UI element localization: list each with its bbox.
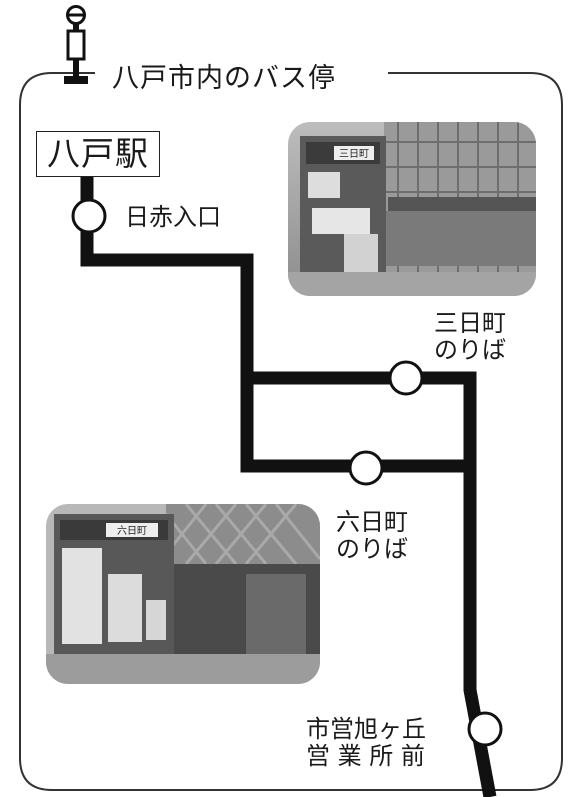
stop-label-eigyosho: 市営旭ヶ丘 営 業 所 前 — [306, 716, 426, 770]
photo-sign-text: 六日町 — [117, 525, 147, 537]
stop-label-line: 三日町 — [434, 309, 506, 337]
bus-stop-icon — [64, 5, 88, 84]
photo-sign-text: 三日町 — [339, 149, 369, 160]
stop-label-muikamachi: 六日町 のりば — [336, 509, 408, 563]
stop-circle-icon[interactable] — [70, 197, 108, 235]
stop-label-line: のりば — [434, 336, 506, 364]
muikamachi-stop-photo: 六日町 — [46, 504, 320, 684]
mikkamachi-stop-photo: 三日町 — [288, 122, 536, 296]
stop-circle-icon[interactable] — [387, 359, 425, 397]
start-station-label: 八戸駅 — [36, 131, 160, 177]
stop-circle-icon[interactable] — [466, 710, 504, 748]
stop-label-line: 六日町 — [336, 508, 408, 536]
stop-label-line: 市営旭ヶ丘 — [306, 715, 426, 743]
stop-label-line: 営 業 所 前 — [306, 742, 425, 770]
stop-label-nisseki: 日赤入口 — [125, 203, 221, 231]
stop-label-line: のりば — [336, 535, 408, 563]
stop-label-mikkamachi: 三日町 のりば — [434, 310, 506, 364]
map-title: 八戸市内のバス停 — [112, 63, 336, 94]
stop-circle-icon[interactable] — [347, 449, 385, 487]
